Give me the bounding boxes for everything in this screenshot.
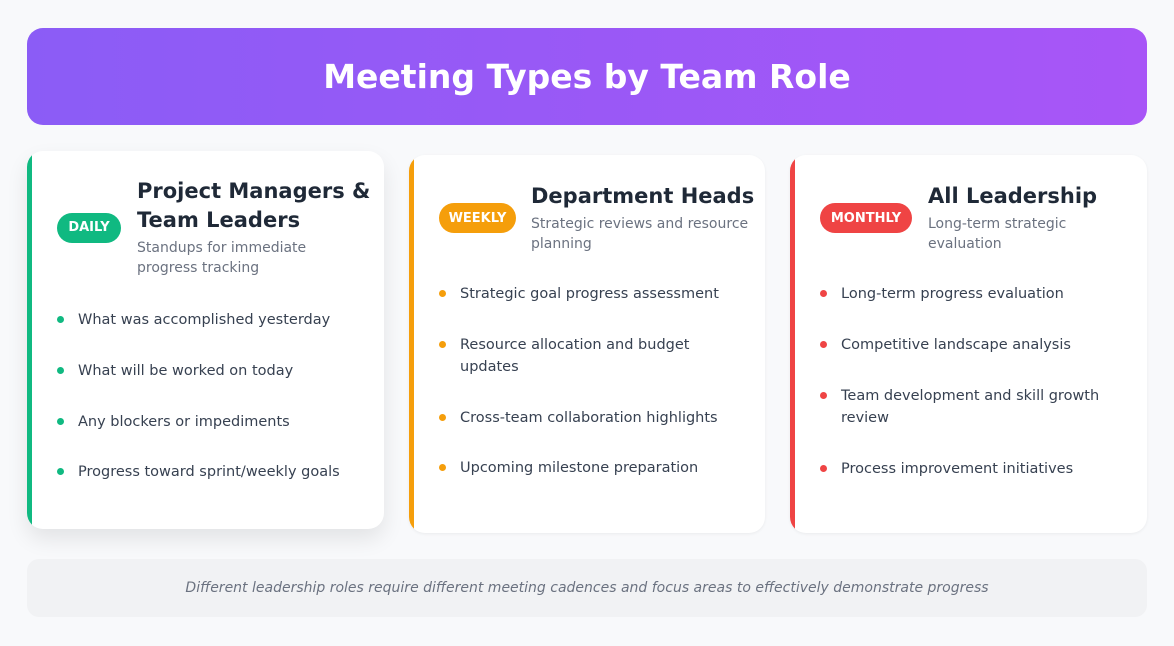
role-subtitle-monthly: Long-term strategic evaluation — [928, 214, 1097, 254]
bullet-dot-icon — [57, 316, 64, 323]
list-item: Upcoming milestone preparation — [439, 457, 749, 479]
card-weekly: WEEKLY Department Heads Strategic review… — [409, 155, 765, 533]
role-subtitle-daily: Standups for immediate progress tracking — [137, 238, 370, 278]
role-subtitle-line: Standups for immediate — [137, 240, 307, 256]
bullet-dot-icon — [820, 392, 827, 399]
accent-bar-daily — [27, 151, 32, 529]
role-title-line: Team Leaders — [137, 208, 301, 232]
item-list-daily: What was accomplished yesterday What wil… — [57, 309, 367, 483]
list-item: Progress toward sprint/weekly goals — [57, 461, 367, 483]
item-list-monthly: Long-term progress evaluation Competitiv… — [820, 283, 1130, 480]
bullet-dot-icon — [820, 465, 827, 472]
role-subtitle-line: evaluation — [928, 236, 1002, 252]
role-subtitle-line: planning — [531, 236, 592, 252]
bullet-dot-icon — [439, 341, 446, 348]
list-item: Competitive landscape analysis — [820, 334, 1130, 356]
accent-bar-weekly — [409, 155, 414, 533]
bullet-dot-icon — [57, 367, 64, 374]
list-item: Long-term progress evaluation — [820, 283, 1130, 305]
bullet-dot-icon — [57, 468, 64, 475]
list-item: Cross-team collaboration highlights — [439, 407, 749, 429]
bullet-dot-icon — [820, 341, 827, 348]
card-header-monthly: MONTHLY All Leadership Long-term strateg… — [820, 182, 1097, 254]
list-item: What was accomplished yesterday — [57, 309, 367, 331]
role-subtitle-line: Strategic reviews and resource — [531, 216, 749, 232]
bullet-dot-icon — [57, 418, 64, 425]
footer-note-box: Different leadership roles require diffe… — [27, 559, 1147, 617]
page-title: Meeting Types by Team Role — [323, 57, 851, 96]
list-item: Process improvement initiatives — [820, 458, 1130, 480]
role-subtitle-weekly: Strategic reviews and resource planning — [531, 214, 754, 254]
badge-daily: DAILY — [57, 212, 121, 243]
accent-bar-monthly — [790, 155, 795, 533]
role-title-daily: Project Managers & Team Leaders — [137, 177, 370, 235]
role-subtitle-line: Long-term strategic — [928, 216, 1067, 232]
list-item: Strategic goal progress assessment — [439, 283, 749, 305]
list-item: Any blockers or impediments — [57, 411, 367, 433]
item-list-weekly: Strategic goal progress assessment Resou… — [439, 283, 749, 479]
list-item: What will be worked on today — [57, 360, 367, 382]
badge-monthly: MONTHLY — [820, 203, 912, 233]
bullet-dot-icon — [439, 464, 446, 471]
header-banner: Meeting Types by Team Role — [27, 28, 1147, 125]
card-header-weekly: WEEKLY Department Heads Strategic review… — [439, 182, 754, 254]
bullet-dot-icon — [820, 290, 827, 297]
role-title-weekly: Department Heads — [531, 184, 755, 208]
role-subtitle-line: progress tracking — [137, 260, 260, 276]
role-title-line: Project Managers & — [137, 179, 371, 203]
bullet-dot-icon — [439, 290, 446, 297]
role-title-monthly: All Leadership — [928, 184, 1098, 208]
card-daily: DAILY Project Managers & Team Leaders St… — [27, 151, 384, 529]
footer-note: Different leadership roles require diffe… — [185, 580, 989, 596]
badge-weekly: WEEKLY — [439, 203, 516, 233]
card-header-daily: DAILY Project Managers & Team Leaders St… — [57, 177, 370, 278]
list-item: Resource allocation and budget updates — [439, 334, 749, 378]
bullet-dot-icon — [439, 414, 446, 421]
card-monthly: MONTHLY All Leadership Long-term strateg… — [790, 155, 1147, 533]
